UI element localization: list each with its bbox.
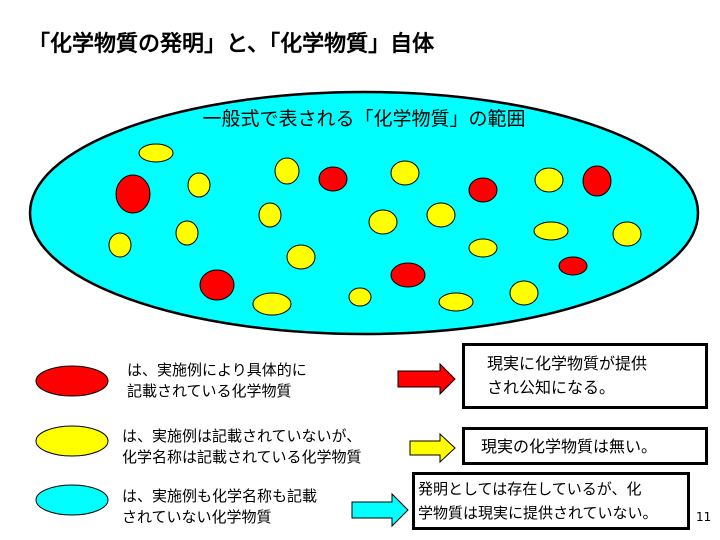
- result-box-cyan: 発明としては存在しているが、化 学物質は現実に提供されていない。: [412, 472, 690, 530]
- legend-cyan-swatch: [35, 484, 109, 516]
- exemplified-compound: [558, 256, 588, 276]
- result-box-red: 現実に化学物質が提供 され公知になる。: [462, 343, 708, 409]
- named-compound: [138, 143, 174, 163]
- named-compound: [175, 220, 199, 246]
- named-compound: [286, 244, 316, 270]
- legend-line: は、実施例も化学名称も記載: [122, 487, 318, 505]
- named-compound: [108, 232, 132, 258]
- named-compound: [368, 209, 398, 235]
- named-compound: [438, 292, 474, 312]
- result-box-yellow: 現実の化学物質は無い。: [462, 427, 708, 465]
- named-compound: [468, 238, 498, 258]
- compound-range-ellipse: [28, 90, 700, 336]
- arrow-right-icon: [351, 492, 409, 528]
- arrow-right-icon: [397, 362, 456, 396]
- named-compound: [274, 157, 300, 185]
- legend-line: は、実施例により具体的に: [127, 361, 307, 379]
- exemplified-compound: [390, 262, 426, 288]
- result-line: 現実の化学物質は無い。: [481, 437, 658, 456]
- legend-red-swatch: [35, 365, 109, 397]
- named-compound: [509, 280, 539, 306]
- legend-red-text: は、実施例により具体的に 記載されている化学物質: [127, 360, 307, 402]
- exemplified-compound: [468, 177, 498, 203]
- named-compound: [426, 202, 456, 228]
- slide-title: 「化学物質の発明」と、「化学物質」自体: [28, 32, 435, 57]
- legend-yellow-text: は、実施例は記載されていないが、 化学名称は記載されている化学物質: [122, 426, 362, 468]
- legend-line: されていない化学物質: [122, 508, 272, 526]
- exemplified-compound: [115, 174, 151, 214]
- legend-cyan-text: は、実施例も化学名称も記載 されていない化学物質: [122, 486, 317, 528]
- exemplified-compound: [582, 165, 612, 197]
- exemplified-compound: [318, 166, 348, 192]
- named-compound: [533, 221, 569, 241]
- result-line: 学物質は現実に提供されていない。: [418, 504, 658, 522]
- named-compound: [390, 160, 420, 186]
- range-label: 一般式で表される「化学物質」の範囲: [202, 108, 526, 130]
- arrow-right-icon: [409, 432, 456, 464]
- exemplified-compound: [199, 269, 235, 301]
- named-compound: [612, 221, 642, 247]
- legend-line: 化学名称は記載されている化学物質: [122, 448, 362, 466]
- named-compound: [258, 202, 282, 228]
- result-line: 発明としては存在しているが、化: [418, 480, 642, 498]
- legend-line: 記載されている化学物質: [127, 382, 292, 400]
- legend-line: は、実施例は記載されていないが、: [122, 427, 362, 445]
- named-compound: [534, 167, 564, 193]
- named-compound: [187, 172, 211, 198]
- result-line: 現実に化学物質が提供: [487, 354, 648, 373]
- page-number: 11: [696, 510, 712, 524]
- named-compound: [348, 287, 372, 307]
- result-line: され公知になる。: [487, 378, 616, 397]
- named-compound: [252, 292, 292, 316]
- legend-yellow-swatch: [35, 425, 109, 457]
